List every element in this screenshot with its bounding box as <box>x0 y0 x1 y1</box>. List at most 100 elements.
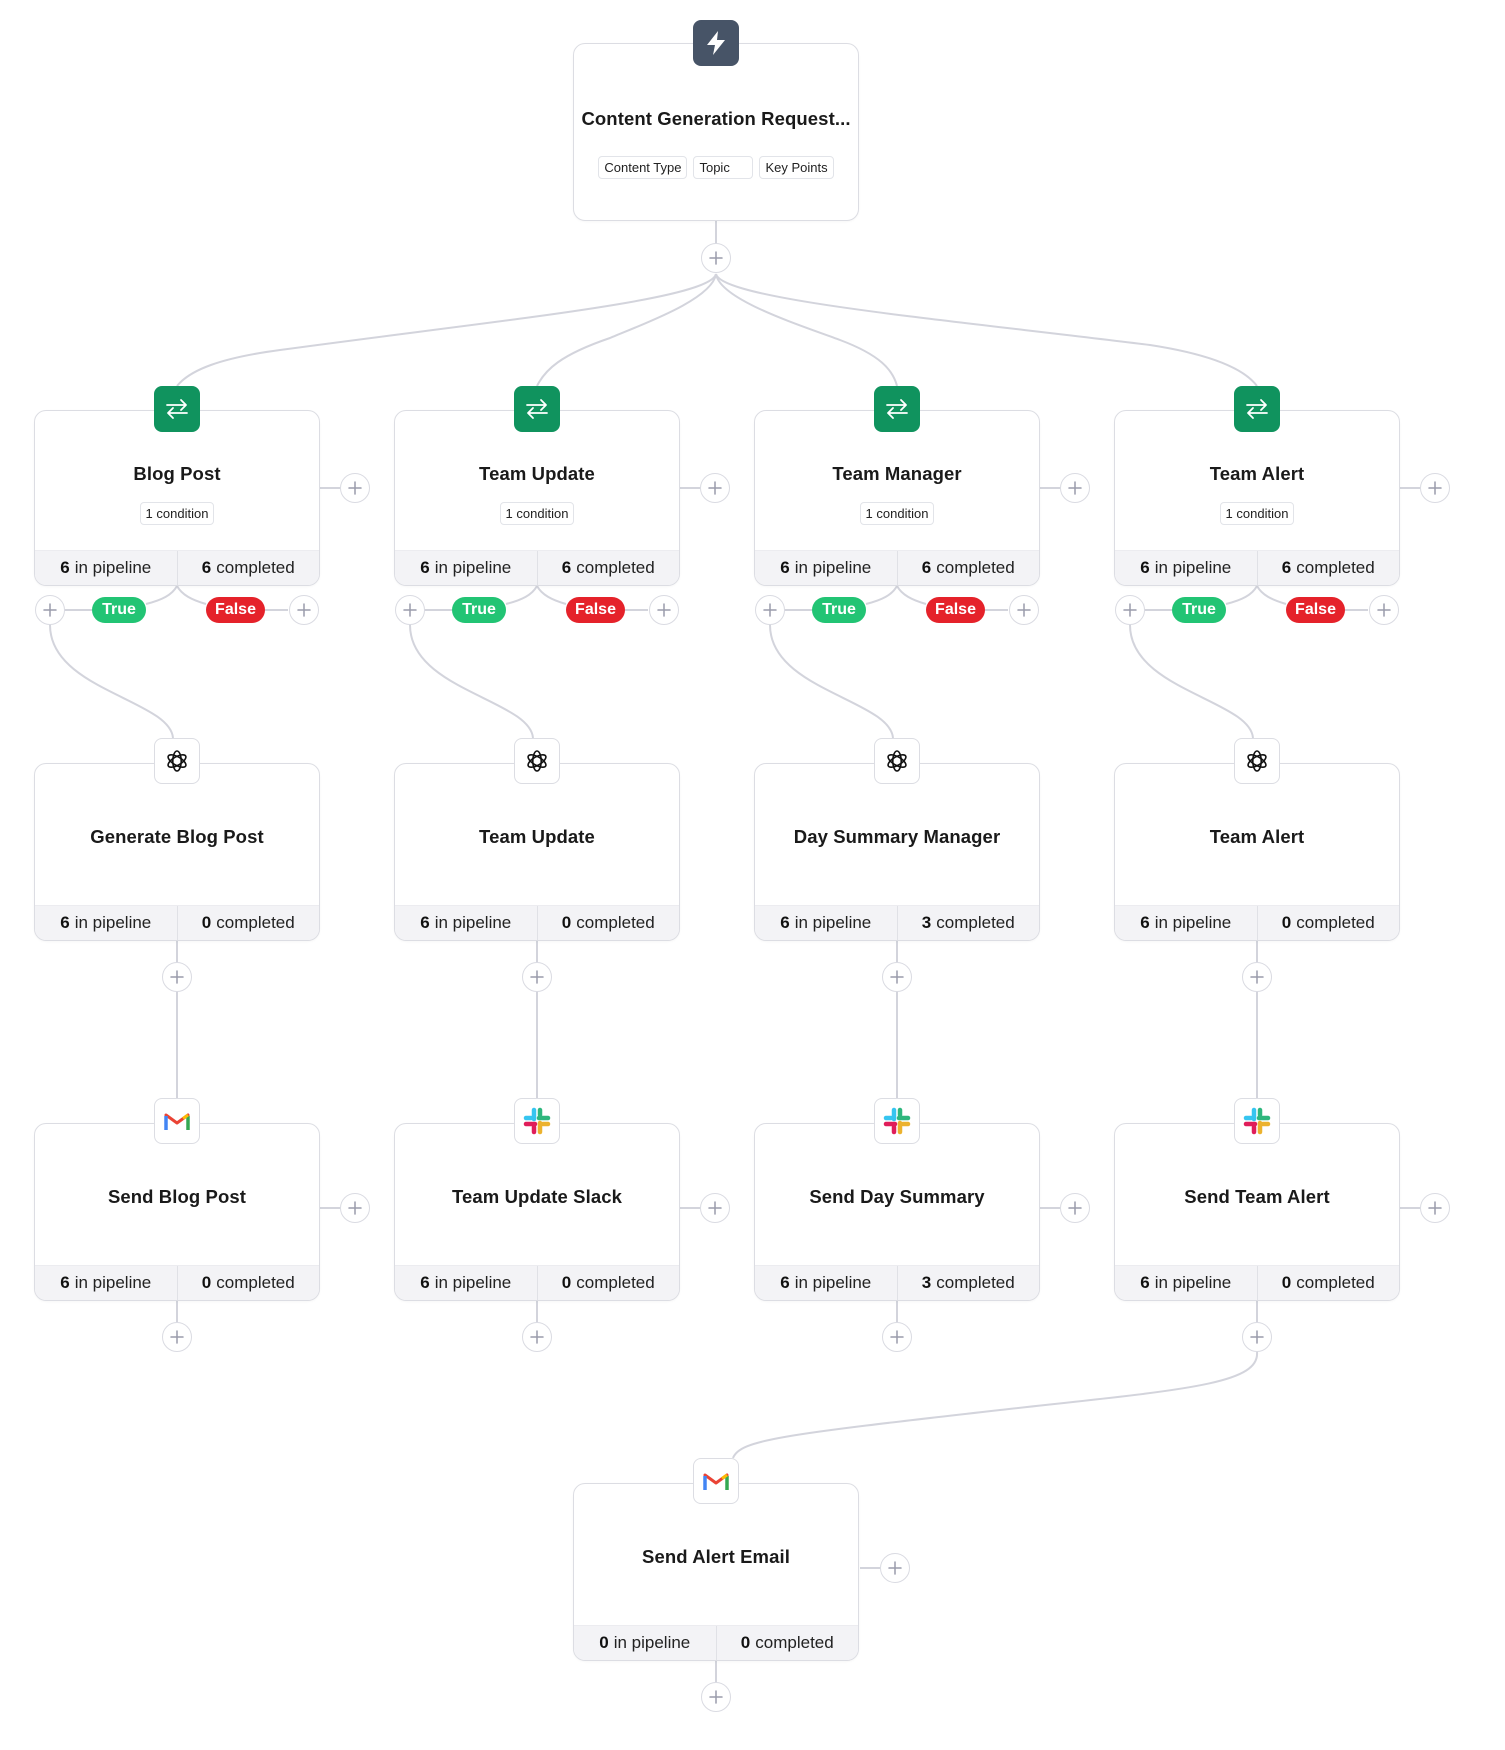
add-step-button[interactable] <box>340 1193 370 1223</box>
step-title: Send Day Summary <box>809 1186 985 1207</box>
router-title: Team Alert <box>1209 463 1305 484</box>
add-step-button[interactable] <box>882 1322 912 1352</box>
add-step-button[interactable] <box>1060 473 1090 503</box>
condition-chip: 1 condition <box>859 502 935 525</box>
slack-icon <box>874 1098 920 1144</box>
false-branch-pill[interactable]: False <box>206 597 265 623</box>
branch-arrows-icon <box>514 386 560 432</box>
add-step-button[interactable] <box>522 1322 552 1352</box>
step-title: Day Summary Manager <box>793 826 1001 847</box>
trigger-title: Content Generation Request... <box>581 108 851 129</box>
gmail-icon <box>693 1458 739 1504</box>
edge-to-router-2 <box>536 273 717 387</box>
add-step-button[interactable] <box>1060 1193 1090 1223</box>
add-true-step-button[interactable] <box>395 595 425 625</box>
add-true-step-button[interactable] <box>35 595 65 625</box>
edge-to-router-4 <box>715 273 1258 387</box>
step-title: Team Update <box>479 826 595 847</box>
add-step-button[interactable] <box>1242 1322 1272 1352</box>
add-step-button[interactable] <box>701 1682 731 1712</box>
openai-icon <box>874 738 920 784</box>
step-title: Send Team Alert <box>1184 1186 1330 1207</box>
false-branch-pill[interactable]: False <box>1286 597 1345 623</box>
add-false-step-button[interactable] <box>289 595 319 625</box>
router-title: Team Manager <box>832 463 962 484</box>
branch-arrows-icon <box>1234 386 1280 432</box>
slack-icon <box>1234 1098 1280 1144</box>
true-branch-pill[interactable]: True <box>452 597 506 623</box>
condition-chip: 1 condition <box>139 502 215 525</box>
add-step-button[interactable] <box>880 1553 910 1583</box>
add-step-button[interactable] <box>701 243 731 273</box>
true-branch-pill[interactable]: True <box>1172 597 1226 623</box>
add-false-step-button[interactable] <box>649 595 679 625</box>
add-true-step-button[interactable] <box>1115 595 1145 625</box>
add-step-button[interactable] <box>522 962 552 992</box>
add-step-button[interactable] <box>1420 1193 1450 1223</box>
condition-chip: 1 condition <box>1219 502 1295 525</box>
field-chip-topic: Topic <box>693 156 754 179</box>
add-step-button[interactable] <box>340 473 370 503</box>
true-branch-pill[interactable]: True <box>92 597 146 623</box>
openai-icon <box>1234 738 1280 784</box>
add-step-button[interactable] <box>162 1322 192 1352</box>
trigger-node[interactable]: Content Generation Request... Content Ty… <box>573 43 859 221</box>
branch-arrows-icon <box>874 386 920 432</box>
step-title: Send Alert Email <box>642 1546 790 1567</box>
add-step-button[interactable] <box>1420 473 1450 503</box>
false-branch-pill[interactable]: False <box>566 597 625 623</box>
router-title: Blog Post <box>133 463 221 484</box>
add-false-step-button[interactable] <box>1369 595 1399 625</box>
router-condition: 1 condition <box>395 502 679 525</box>
router-title: Team Update <box>479 463 595 484</box>
branch-arrows-icon <box>154 386 200 432</box>
add-true-step-button[interactable] <box>755 595 785 625</box>
add-step-button[interactable] <box>1242 962 1272 992</box>
add-step-button[interactable] <box>162 962 192 992</box>
add-step-button[interactable] <box>700 1193 730 1223</box>
false-branch-pill[interactable]: False <box>926 597 985 623</box>
add-step-button[interactable] <box>700 473 730 503</box>
step-title: Generate Blog Post <box>90 826 264 847</box>
openai-icon <box>514 738 560 784</box>
add-step-button[interactable] <box>882 962 912 992</box>
add-false-step-button[interactable] <box>1009 595 1039 625</box>
true-branch-pill[interactable]: True <box>812 597 866 623</box>
